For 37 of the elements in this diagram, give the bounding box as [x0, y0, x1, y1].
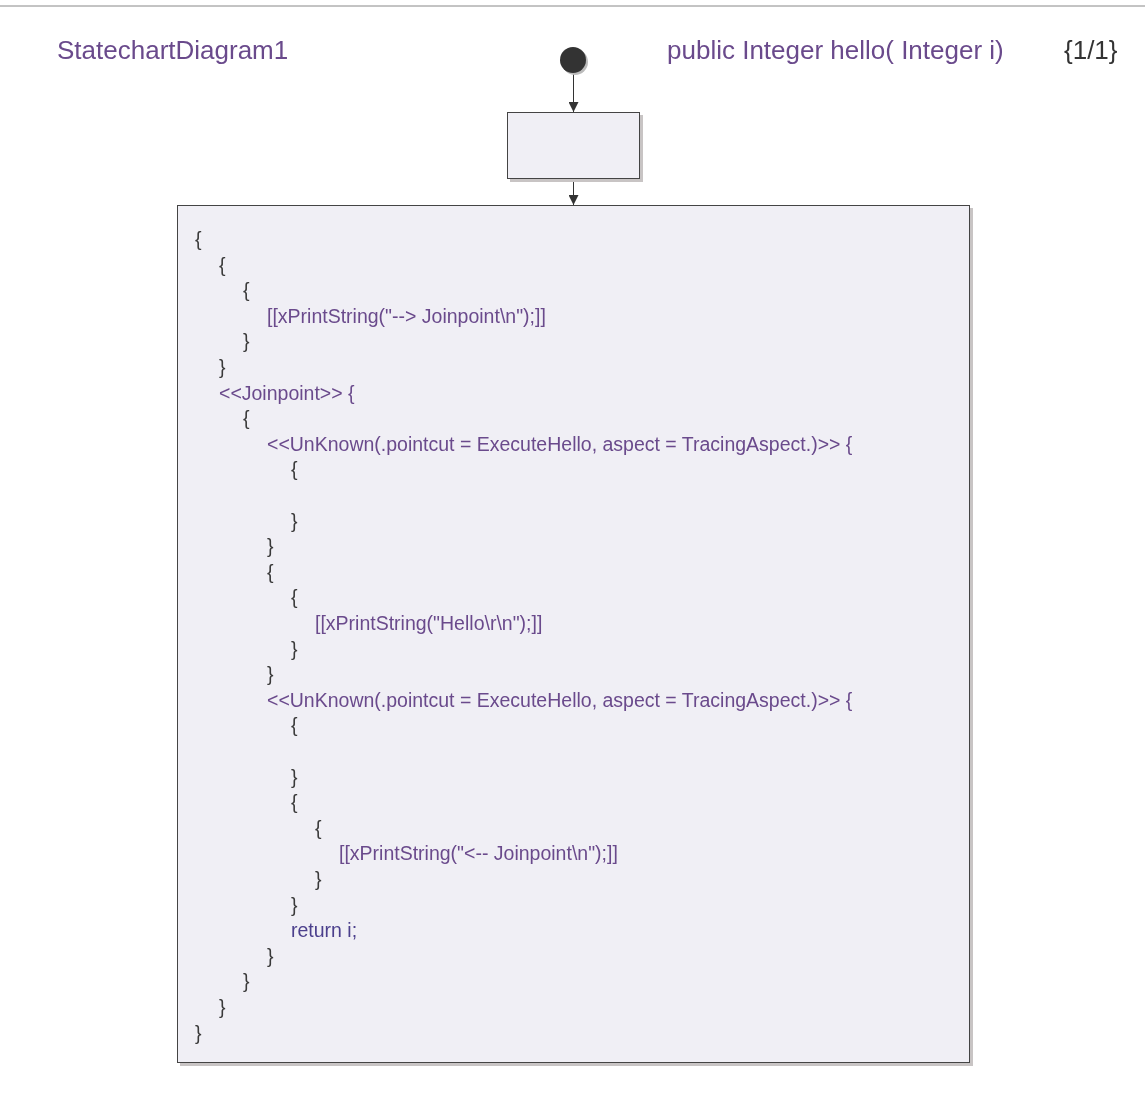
code-line: } [243, 969, 250, 994]
code-line: { [291, 790, 298, 815]
code-line: } [219, 995, 226, 1019]
code-line: [[xPrintString("<-- Joinpoint\n");]] [339, 841, 618, 866]
code-line: { [291, 457, 298, 482]
code-line: { [219, 252, 226, 277]
code-line: { [267, 559, 274, 584]
code-line: { [243, 406, 250, 431]
code-line: <<Joinpoint>> { [219, 380, 355, 405]
code-line: } [267, 943, 274, 968]
code-line: } [243, 329, 250, 354]
code-line: } [291, 892, 298, 917]
code-line: <<UnKnown(.pointcut = ExecuteHello, aspect = TracingAspect.)>> { [267, 431, 853, 456]
code-line: } [267, 662, 274, 687]
code-line: { [315, 815, 322, 840]
code-line: <<UnKnown(.pointcut = ExecuteHello, aspect = TracingAspect.)>> { [267, 687, 853, 712]
code-line: { [291, 713, 298, 738]
code-line: } [291, 764, 298, 789]
initial-state [560, 47, 588, 75]
empty-state-box [507, 112, 640, 179]
code-line: } [291, 636, 298, 661]
code-line: } [291, 508, 298, 533]
method-signature: public Integer hello( Integer i) [667, 34, 1004, 66]
code-line: { [291, 585, 298, 610]
code-line: [[xPrintString("Hello\r\n");]] [315, 611, 543, 635]
state-box [177, 205, 970, 1063]
code-line: } [195, 1020, 202, 1045]
code-line: [[xPrintString("--> Joinpoint\n");]] [267, 303, 546, 328]
page-number: {1/1} [1064, 34, 1118, 66]
transition-arrow [568, 72, 579, 113]
code-line: } [219, 355, 226, 379]
code-line: } [267, 534, 274, 559]
code-line: { [243, 278, 250, 303]
code-line: } [315, 867, 322, 891]
diagram-title: StatechartDiagram1 [57, 34, 289, 66]
code-line: return i; [291, 918, 358, 943]
code-line: { [195, 227, 202, 251]
